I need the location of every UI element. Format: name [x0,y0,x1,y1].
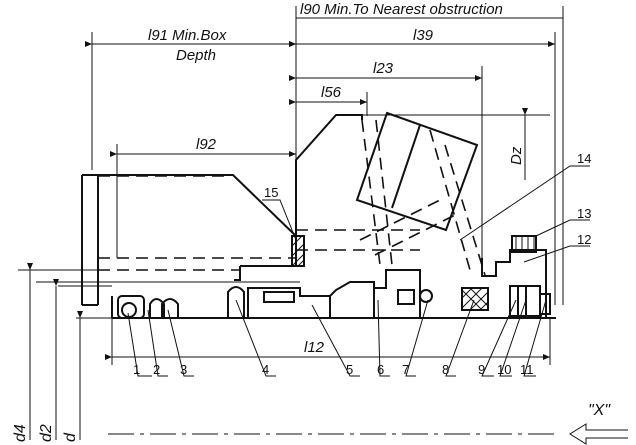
rotating-assembly [111,235,556,319]
part-number: 6 [377,362,384,377]
dimension-label-l90: l90 Min.To Nearest obstruction [300,1,503,18]
part-callouts: 1 2 3 4 5 6 7 8 9 10 11 12 13 14 15 [127,151,591,377]
dimension-label-depth: Depth [176,47,216,64]
part-number: 7 [402,362,409,377]
part-number: 3 [180,362,187,377]
dimension-label-l12: l12 [304,339,325,356]
part-number: 15 [264,185,278,200]
part-number: 1 [133,362,140,377]
dimension-l92: l92 [110,136,296,258]
dimension-label-dz: Dz [508,146,525,165]
part-number: 8 [442,362,449,377]
view-x-arrow: "X" [569,402,628,445]
dimension-label-d: d [62,432,79,442]
dimension-label-d4: d4 [12,424,29,442]
dimension-label-l39: l39 [413,27,434,44]
stuffing-box-dashed [98,175,420,271]
part-15-gasket [291,235,305,267]
part-number: 13 [577,206,591,221]
dimension-l90: l90 Min.To Nearest obstruction [295,1,564,305]
part-number: 14 [577,151,591,166]
part-number: 11 [520,362,534,377]
dimension-label-l92: l92 [196,136,217,153]
dimension-label-l23: l23 [373,60,394,77]
shaft-lines [18,269,560,435]
view-label: "X" [588,402,611,419]
part-number: 5 [346,362,353,377]
dimension-label-d2: d2 [38,424,55,442]
dimension-l56: l56 [289,84,368,116]
dimension-label-l91: l91 Min.Box [148,27,227,44]
part-number: 9 [478,362,485,377]
part-number: 10 [497,362,511,377]
dimension-label-l56: l56 [321,84,342,101]
dimension-l91: l91 Min.Box Depth [85,27,296,170]
diameter-dimensions: d4 d2 d [12,263,83,442]
dimension-l23: l23 [289,60,483,258]
gland-housing [81,114,363,306]
part-number: 12 [577,232,591,247]
dimension-dz: Dz [362,108,550,180]
part-number: 2 [153,362,160,377]
dimension-l12: l12 [105,318,551,365]
tilted-collar [355,111,486,276]
part-number: 4 [262,362,269,377]
dimension-l39: l39 [289,27,556,305]
